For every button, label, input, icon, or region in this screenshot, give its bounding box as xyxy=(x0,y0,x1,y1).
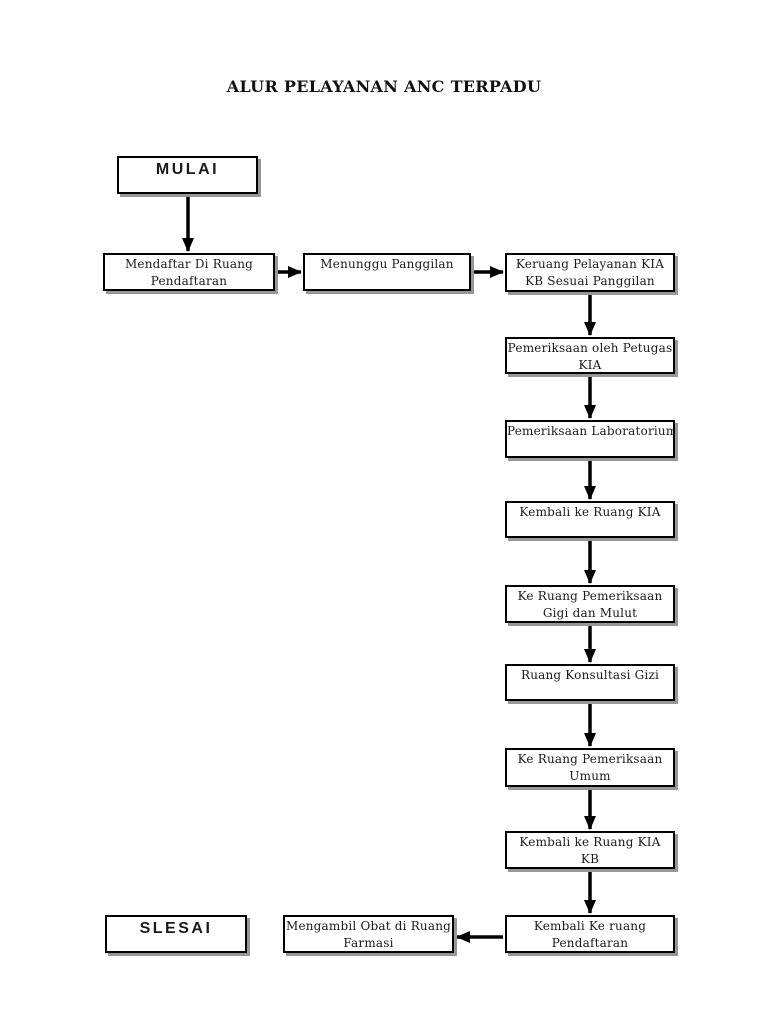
flow-node-menunggu-panggilan: Menunggu Panggilan xyxy=(303,253,471,291)
flow-node-kembali-ke-ruang-pendaftaran: Kembali Ke ruang Pendaftaran xyxy=(505,915,675,953)
flow-node-pemeriksaan-laboratorium: Pemeriksaan Laboratorium xyxy=(505,420,675,458)
flow-node-kembali-ke-ruang-kia: Kembali ke Ruang KIA xyxy=(505,501,675,538)
flow-node-slesai: SLESAI xyxy=(105,915,247,953)
page-title: ALUR PELAYANAN ANC TERPADU xyxy=(226,77,542,96)
flow-node-pemeriksaan-gigi-mulut: Ke Ruang Pemeriksaan Gigi dan Mulut xyxy=(505,585,675,623)
flow-node-mulai: MULAI xyxy=(117,156,258,194)
flow-node-mendaftar-di-ruang-pendaftaran: Mendaftar Di Ruang Pendaftaran xyxy=(103,253,275,291)
flow-node-kembali-kia-kb: Kembali ke Ruang KIA KB xyxy=(505,831,675,869)
flow-node-konsultasi-gizi: Ruang Konsultasi Gizi xyxy=(505,664,675,701)
flow-node-mengambil-obat-farmasi: Mengambil Obat di Ruang Farmasi xyxy=(283,915,454,953)
flow-node-pemeriksaan-umum: Ke Ruang Pemeriksaan Umum xyxy=(505,748,675,787)
flow-node-keruang-pelayanan-kia-kb: Keruang Pelayanan KIA KB Sesuai Panggila… xyxy=(505,253,675,292)
flow-node-pemeriksaan-petugas-kia: Pemeriksaan oleh Petugas KIA xyxy=(505,337,675,374)
